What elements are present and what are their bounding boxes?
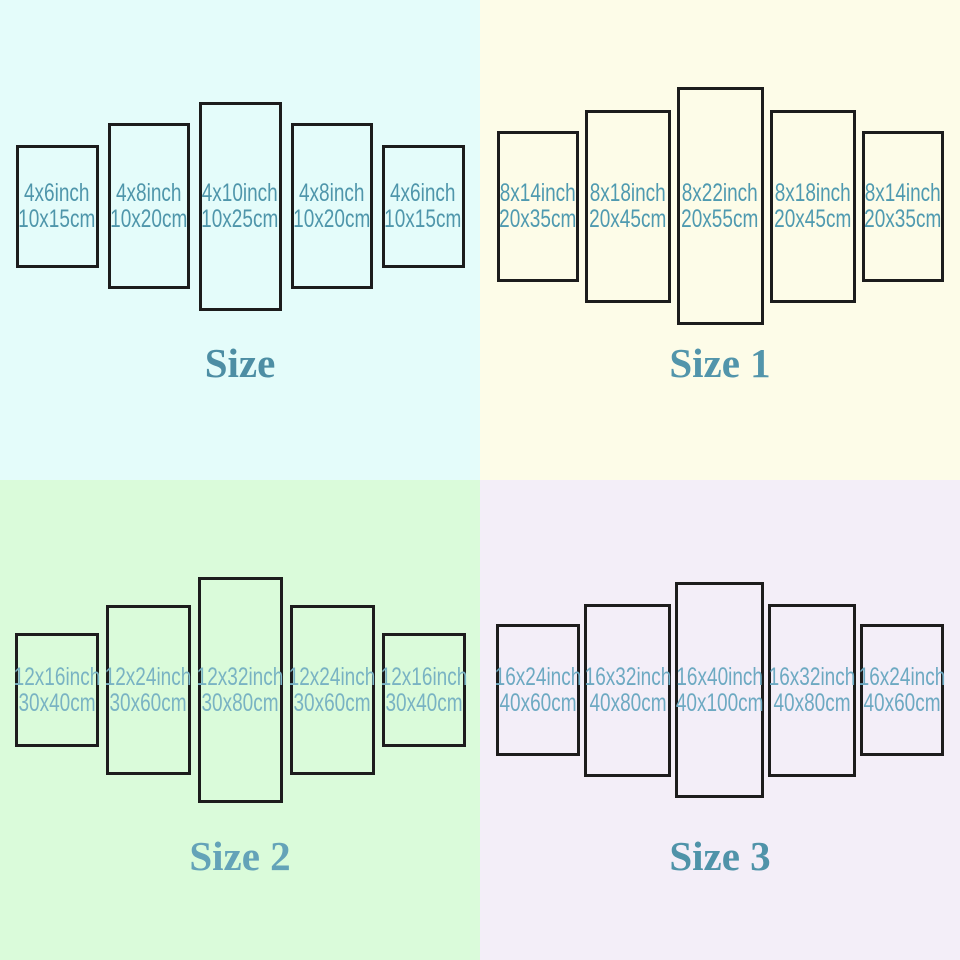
- panel-group: 12x16inch 30x40cm 12x24inch 30x60cm 12x3…: [0, 480, 480, 900]
- panel-size-cm: 30x80cm: [201, 689, 279, 717]
- panel-size-inch: 4x10inch: [201, 179, 279, 207]
- panel-size-inch: 8x14inch: [864, 179, 941, 207]
- panel-label: 4x6inch 10x15cm: [18, 180, 95, 232]
- canvas-panel-2: 8x18inch 20x45cm: [584, 109, 671, 303]
- panel-size-inch: 16x32inch: [768, 663, 856, 691]
- panel-size-cm: 40x60cm: [863, 689, 941, 717]
- canvas-panel-3: 12x32inch 30x80cm: [197, 577, 284, 803]
- panel-size-cm: 20x45cm: [773, 205, 852, 233]
- panel-label: 12x24inch 30x60cm: [289, 664, 376, 716]
- panel-size-cm: 40x80cm: [773, 689, 851, 717]
- panel-size-cm: 40x60cm: [499, 689, 577, 717]
- panel-size-inch: 16x40inch: [676, 663, 763, 691]
- canvas-panel-2: 12x24inch 30x60cm: [105, 605, 192, 775]
- panel-label: 16x32inch 40x80cm: [584, 664, 671, 716]
- canvas-panel-5: 16x24inch 40x60cm: [859, 624, 946, 756]
- panel-size-cm: 20x55cm: [681, 205, 759, 233]
- canvas-panel-2: 4x8inch 10x20cm: [107, 123, 190, 289]
- panel-size-inch: 4x8inch: [115, 179, 182, 207]
- panel-label: 4x10inch 10x25cm: [201, 180, 278, 232]
- quadrant-size-3: 16x24inch 40x60cm 16x32inch 40x80cm 16x4…: [480, 480, 960, 960]
- quadrant-size-1: 8x14inch 20x35cm 8x18inch 20x45cm 8x22in…: [480, 0, 960, 480]
- canvas-panel-2: 16x32inch 40x80cm: [584, 603, 671, 777]
- panel-size-cm: 20x45cm: [588, 205, 667, 233]
- panel-label: 8x18inch 20x45cm: [589, 180, 666, 232]
- canvas-panel-4: 8x18inch 20x45cm: [769, 109, 856, 303]
- canvas-panel-3: 4x10inch 10x25cm: [198, 101, 282, 311]
- quadrant-title: Size 3: [669, 833, 771, 879]
- panel-label: 16x24inch 40x60cm: [495, 664, 582, 716]
- canvas-panel-1: 16x24inch 40x60cm: [495, 624, 582, 756]
- panel-group: 8x14inch 20x35cm 8x18inch 20x45cm 8x22in…: [480, 0, 960, 412]
- quadrant-title: Size 2: [189, 833, 291, 879]
- panel-size-cm: 10x25cm: [201, 205, 279, 233]
- panel-label: 4x8inch 10x20cm: [293, 180, 370, 232]
- panel-label: 8x22inch 20x55cm: [681, 180, 758, 232]
- panel-size-inch: 8x18inch: [774, 179, 851, 207]
- canvas-panel-1: 4x6inch 10x15cm: [15, 144, 99, 268]
- canvas-panel-5: 4x6inch 10x15cm: [381, 144, 465, 268]
- quadrant-size-2: 12x16inch 30x40cm 12x24inch 30x60cm 12x3…: [0, 480, 480, 960]
- panel-size-inch: 12x16inch: [13, 663, 100, 691]
- panel-size-cm: 40x100cm: [675, 689, 764, 717]
- panel-label: 4x8inch 10x20cm: [110, 180, 187, 232]
- panel-group: 16x24inch 40x60cm 16x32inch 40x80cm 16x4…: [480, 480, 960, 900]
- panel-label: 8x14inch 20x35cm: [499, 180, 576, 232]
- quadrant-title: Size: [204, 340, 276, 386]
- panel-size-inch: 8x14inch: [499, 179, 576, 207]
- panel-label: 16x40inch 40x100cm: [676, 664, 764, 716]
- panel-size-inch: 4x8inch: [298, 179, 365, 207]
- panel-size-cm: 30x40cm: [17, 689, 96, 717]
- canvas-panel-3: 8x22inch 20x55cm: [676, 87, 764, 325]
- panel-size-inch: 8x22inch: [681, 179, 759, 207]
- panel-label: 4x6inch 10x15cm: [384, 180, 461, 232]
- panel-size-inch: 8x18inch: [589, 179, 666, 207]
- panel-size-inch: 12x32inch: [196, 663, 284, 691]
- panel-size-cm: 30x40cm: [384, 689, 463, 717]
- quadrant-size: 4x6inch 10x15cm 4x8inch 10x20cm 4x10inch…: [0, 0, 480, 480]
- panel-size-cm: 20x35cm: [863, 205, 942, 233]
- panel-size-inch: 12x24inch: [104, 663, 192, 691]
- panel-group: 4x6inch 10x15cm 4x8inch 10x20cm 4x10inch…: [0, 0, 480, 412]
- canvas-panel-3: 16x40inch 40x100cm: [675, 582, 764, 798]
- panel-label: 16x32inch 40x80cm: [769, 664, 856, 716]
- canvas-panel-5: 12x16inch 30x40cm: [380, 633, 467, 747]
- panel-size-inch: 4x6inch: [24, 179, 90, 207]
- canvas-panel-4: 12x24inch 30x60cm: [289, 605, 376, 775]
- canvas-panel-1: 8x14inch 20x35cm: [496, 130, 579, 282]
- panel-size-inch: 4x6inch: [390, 179, 456, 207]
- canvas-panel-4: 4x8inch 10x20cm: [290, 123, 373, 289]
- panel-size-cm: 20x35cm: [498, 205, 577, 233]
- panel-label: 12x24inch 30x60cm: [105, 664, 192, 716]
- canvas-panel-1: 12x16inch 30x40cm: [13, 633, 100, 747]
- panel-size-inch: 12x24inch: [288, 663, 376, 691]
- panel-size-inch: 12x16inch: [380, 663, 467, 691]
- panel-label: 8x14inch 20x35cm: [864, 180, 941, 232]
- panel-size-cm: 40x80cm: [588, 689, 667, 717]
- canvas-panel-4: 16x32inch 40x80cm: [768, 603, 856, 777]
- panel-size-cm: 10x20cm: [292, 205, 371, 233]
- panel-size-inch: 16x24inch: [858, 663, 946, 691]
- panel-label: 12x32inch 30x80cm: [197, 664, 284, 716]
- panel-size-cm: 30x60cm: [109, 689, 187, 717]
- panel-size-cm: 10x15cm: [384, 205, 462, 233]
- panel-size-cm: 30x60cm: [293, 689, 371, 717]
- panel-label: 16x24inch 40x60cm: [859, 664, 946, 716]
- panel-size-cm: 10x20cm: [109, 205, 188, 233]
- panel-label: 12x16inch 30x40cm: [13, 664, 100, 716]
- canvas-panel-5: 8x14inch 20x35cm: [861, 130, 944, 282]
- panel-label: 12x16inch 30x40cm: [380, 664, 467, 716]
- panel-size-cm: 10x15cm: [18, 205, 96, 233]
- quadrant-title: Size 1: [669, 340, 771, 386]
- panel-size-inch: 16x32inch: [584, 663, 671, 691]
- panel-size-inch: 16x24inch: [494, 663, 582, 691]
- panel-label: 8x18inch 20x45cm: [774, 180, 851, 232]
